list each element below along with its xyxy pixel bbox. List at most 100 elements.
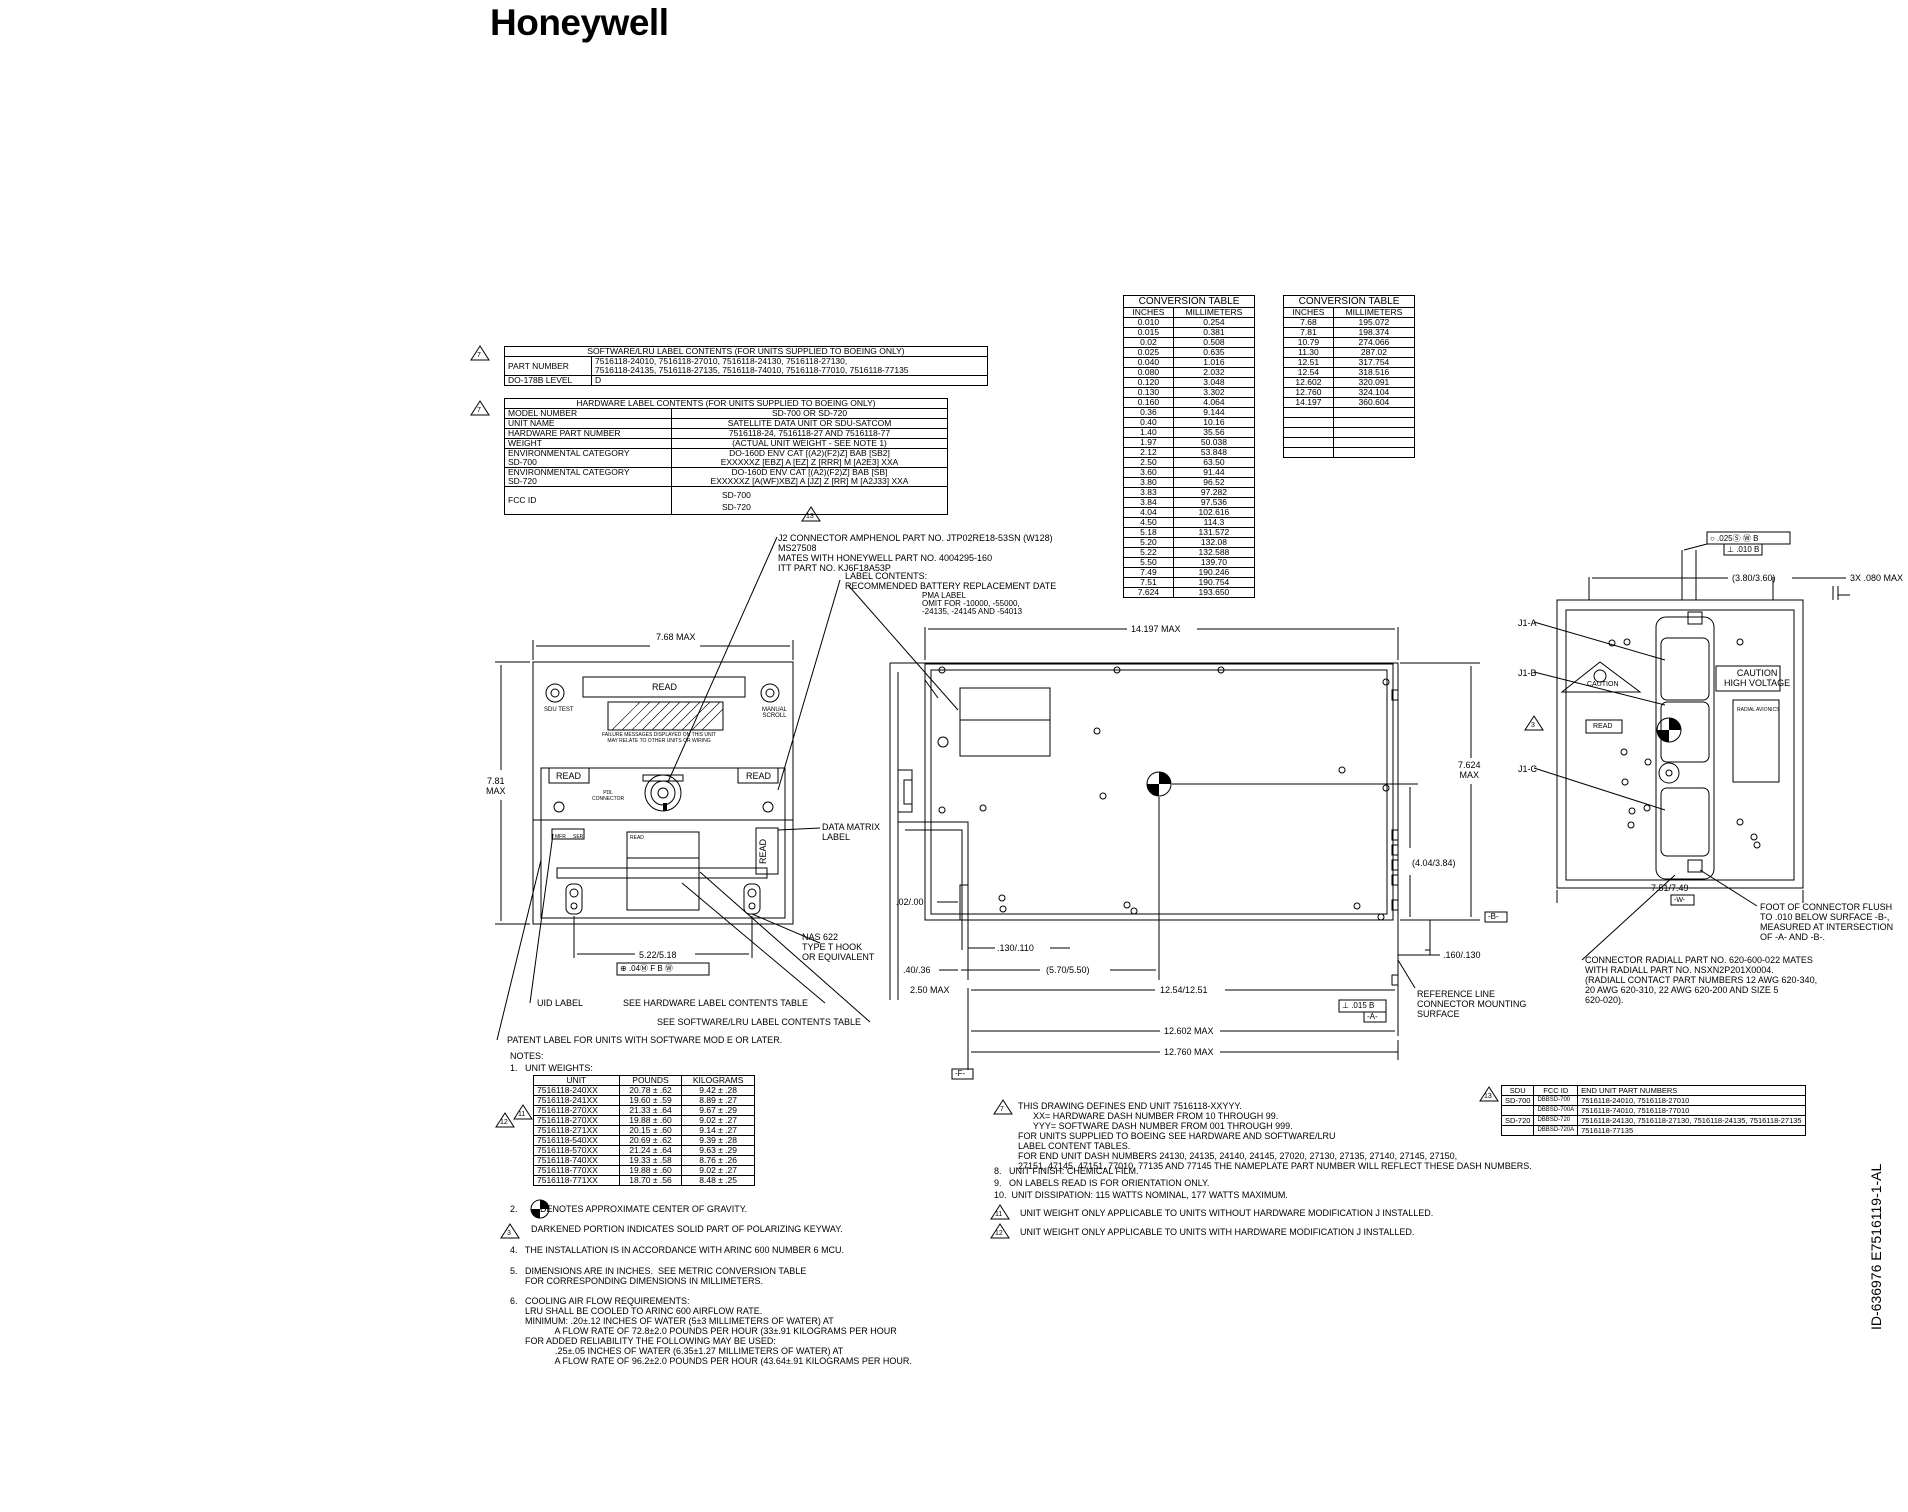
table-cell: SATELLITE DATA UNIT OR SDU-SATCOM <box>671 418 948 429</box>
table-cell: 5.18 <box>1123 527 1174 538</box>
side-2-50-dim: 2.50 MAX <box>910 985 950 995</box>
j2-connector-callout: J2 CONNECTOR AMPHENOL PART NO. JTP02RE18… <box>778 533 1053 573</box>
sdu-header-parts: END UNIT PART NUMBERS <box>1577 1085 1806 1096</box>
table-cell: DBBSD-700 <box>1533 1095 1579 1106</box>
table-row <box>1283 417 1416 428</box>
table-cell: 3.83 <box>1123 487 1174 498</box>
table-cell: 360.604 <box>1332 397 1416 408</box>
j1c-label: J1-C <box>1518 764 1538 774</box>
table-cell: 7516118-570XX <box>533 1145 620 1156</box>
flag-11: 11 <box>995 1211 1003 1218</box>
table-cell: MODEL NUMBER <box>504 408 672 419</box>
front-view-outline <box>532 661 794 925</box>
table-cell: 4.50 <box>1123 517 1174 528</box>
table-cell: 19.60 ± .59 <box>618 1095 683 1106</box>
side-02-dim: .02/.00 <box>896 897 924 907</box>
table-cell: 0.010 <box>1123 317 1174 328</box>
table-cell: 7516118-770XX <box>533 1165 620 1176</box>
table-cell: 132.588 <box>1172 547 1256 558</box>
data-matrix-callout: DATA MATRIX LABEL <box>822 822 881 842</box>
table-cell: 20.78 ± .62 <box>618 1085 683 1096</box>
vertical-read-label: READ <box>758 838 768 864</box>
mfr-label: MFR <box>555 834 566 840</box>
table-cell <box>1332 407 1416 418</box>
table-cell: 0.130 <box>1123 387 1174 398</box>
lower-read-label: READ <box>630 835 644 841</box>
side-40-dim: .40/.36 <box>903 965 931 975</box>
pdl-connector-label: PDL CONNECTOR <box>592 790 625 802</box>
table-cell: 3.84 <box>1123 497 1174 508</box>
flatness-tolerance: ⊥ .015 B <box>1342 1001 1375 1010</box>
table-cell: 0.635 <box>1172 347 1256 358</box>
table-cell: 193.650 <box>1172 587 1256 598</box>
table-cell: SD-700 <box>1500 1095 1535 1106</box>
ser-label: SER <box>573 834 584 840</box>
table-cell: 3.80 <box>1123 477 1174 488</box>
rear-connector-shell <box>1655 616 1715 880</box>
sdu-header-fcc: FCC ID <box>1533 1085 1579 1096</box>
conv1-header-inches: INCHES <box>1123 307 1174 318</box>
table-cell: 7516118-24010, 7516118-27010 <box>1577 1095 1806 1106</box>
rear-position-tolerance: ○ .025Ⓢ Ⓦ B <box>1710 534 1759 543</box>
table-cell <box>1283 417 1334 428</box>
table-cell: 19.88 ± .60 <box>618 1115 683 1126</box>
sw-table-title: SOFTWARE/LRU LABEL CONTENTS (FOR UNITS S… <box>504 346 988 357</box>
datum-f: -F- <box>955 1069 966 1078</box>
uid-label-callout: UID LABEL <box>537 998 584 1008</box>
flag-12: 12 <box>500 1119 508 1126</box>
table-cell: 12.602 <box>1283 377 1334 388</box>
table-row <box>1283 447 1416 458</box>
table-cell: 7516118-240XX <box>533 1085 620 1096</box>
table-row: PART NUMBER 7516118-24010, 7516118-27010… <box>504 356 988 376</box>
side-4-04-dim: (4.04/3.84) <box>1412 858 1456 868</box>
table-cell: 7516118-270XX <box>533 1115 620 1126</box>
front-height-dim: 7.81 MAX <box>486 776 506 796</box>
front-display-top <box>582 676 746 698</box>
flag-3: 3 <box>507 1230 511 1237</box>
table-cell: 7516118-241XX <box>533 1095 620 1106</box>
table-cell: 9.02 ± .27 <box>681 1165 755 1176</box>
table-cell: 8.76 ± .26 <box>681 1155 755 1166</box>
table-cell: 12.51 <box>1283 357 1334 368</box>
table-cell: 9.63 ± .29 <box>681 1145 755 1156</box>
table-cell: 0.160 <box>1123 397 1174 408</box>
table-cell: DBBSD-700A <box>1533 1105 1579 1116</box>
table-cell <box>1283 437 1334 448</box>
datum-w: -W- <box>1674 897 1686 904</box>
table-cell: 324.104 <box>1332 387 1416 398</box>
note-8: 8. UNIT FINISH: CHEMICAL FILM. <box>994 1166 1139 1176</box>
j1a-label: J1-A <box>1518 618 1537 628</box>
sdu-test-label: SDU TEST <box>544 707 574 713</box>
manual-scroll-label: MANUAL SCROLL <box>762 707 788 719</box>
table-cell: 9.39 ± .28 <box>681 1135 755 1146</box>
table-cell: 139.70 <box>1172 557 1256 568</box>
rear-3x-dim: 3X .080 MAX <box>1850 573 1904 583</box>
table-cell: 10.79 <box>1283 337 1334 348</box>
table-cell: 7.51 <box>1123 577 1174 588</box>
table-cell: 7.81 <box>1283 327 1334 338</box>
table-cell: 97.282 <box>1172 487 1256 498</box>
honeywell-logo: Honeywell <box>490 2 669 43</box>
table-cell: 7516118-24010, 7516118-27010, 7516118-24… <box>591 356 988 376</box>
note-4: 4. THE INSTALLATION IS IN ACCORDANCE WIT… <box>510 1245 845 1255</box>
table-cell: SD-720 <box>1500 1115 1535 1126</box>
flag-11: 11 <box>518 1111 526 1118</box>
table-cell: 9.144 <box>1172 407 1256 418</box>
conv2-header-mm: MILLIMETERS <box>1332 307 1416 318</box>
